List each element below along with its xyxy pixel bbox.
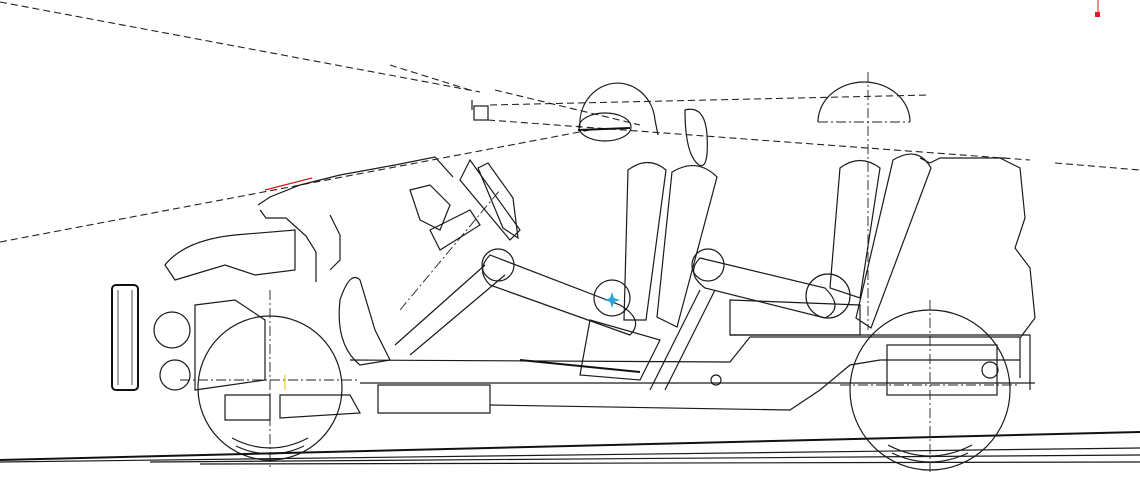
front-seat	[394, 161, 718, 381]
front-wheel-arch-liner	[338, 276, 391, 366]
radiator	[111, 284, 139, 391]
underbody	[349, 334, 1035, 414]
engine	[153, 229, 361, 421]
rear-view-mirror	[471, 100, 489, 121]
origin-marker-icon	[1095, 0, 1100, 17]
hpoint-marker-icon	[604, 292, 620, 308]
front-wheel	[180, 290, 360, 470]
rear-seat	[649, 153, 932, 391]
ground-lines	[0, 431, 1140, 465]
body-outline	[257, 156, 1036, 378]
sight-lines	[0, 1, 1140, 243]
rear-occupant-head	[817, 72, 911, 330]
steering-wheel	[399, 162, 519, 311]
front-occupant-head	[577, 82, 708, 167]
rear-wheel	[840, 300, 1020, 475]
